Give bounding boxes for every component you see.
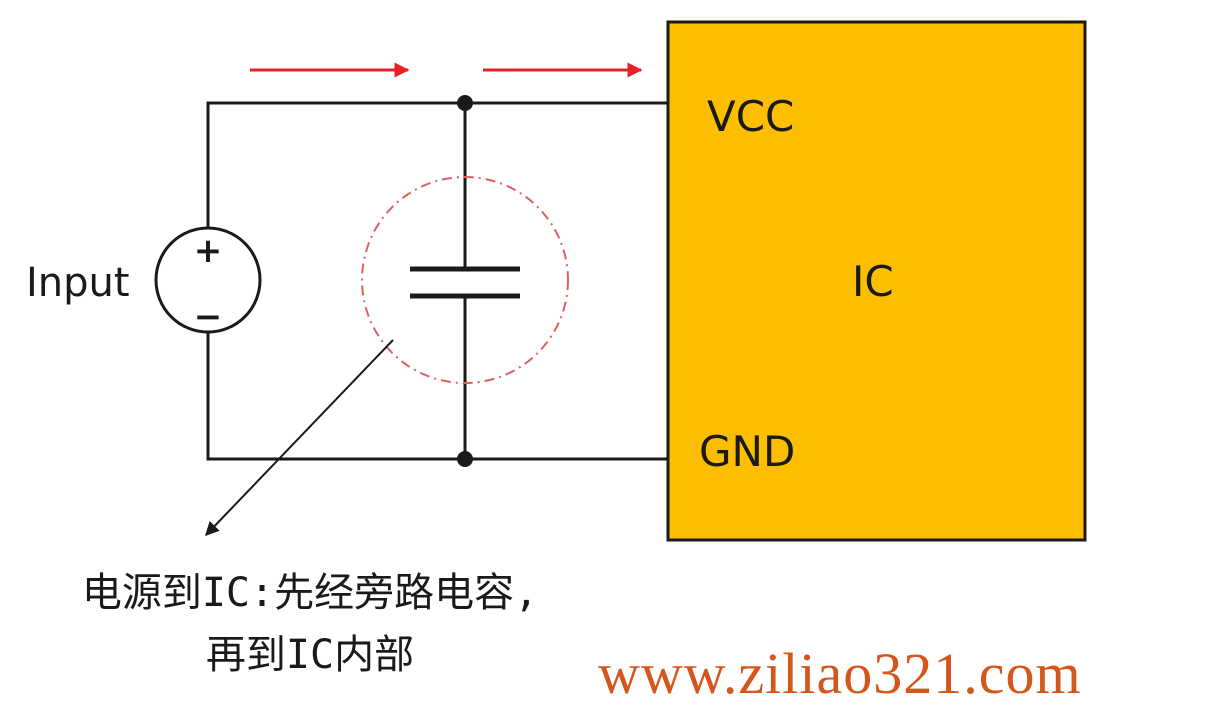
bottom-wire bbox=[206, 331, 668, 461]
top-wire bbox=[206, 101, 668, 229]
source-label: Input bbox=[26, 260, 130, 306]
source-plus-sign: + bbox=[194, 231, 223, 271]
ic-pin-vcc: VCC bbox=[707, 92, 794, 141]
junction-top bbox=[457, 95, 473, 111]
ic-label: IC bbox=[852, 257, 894, 306]
ic-block bbox=[666, 20, 1087, 542]
ic-pin-gnd: GND bbox=[699, 427, 795, 476]
source-minus-sign: − bbox=[194, 297, 223, 337]
capacitor-highlight-circle bbox=[361, 176, 569, 384]
note-line-2: 再到IC内部 bbox=[205, 632, 415, 678]
pointer-arrow bbox=[205, 339, 394, 537]
junction-bottom bbox=[457, 451, 473, 467]
voltage-source-icon bbox=[154, 226, 262, 334]
watermark-text: www.ziliao321.com bbox=[598, 641, 1082, 706]
note-line-1: 电源到IC:先经旁路电容, bbox=[81, 570, 539, 616]
